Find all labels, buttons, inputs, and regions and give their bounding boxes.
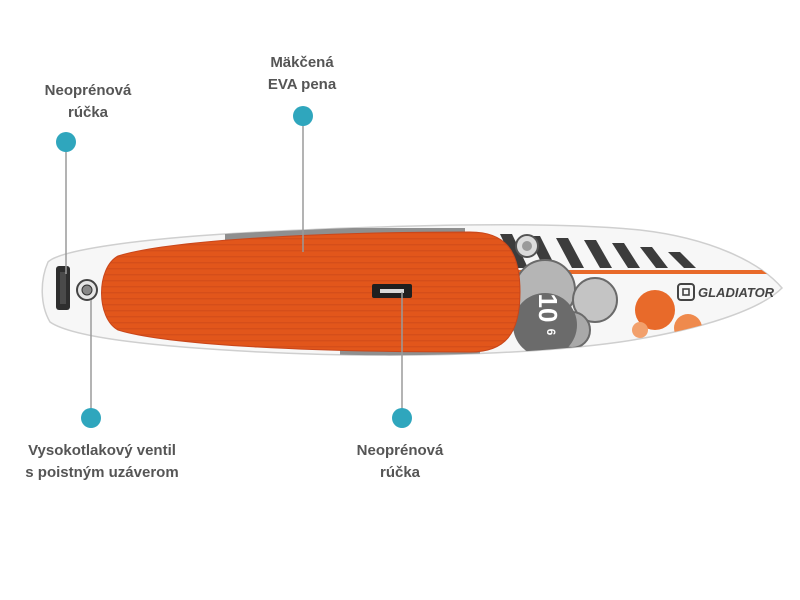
brand-logo: GLADIATOR — [677, 283, 775, 301]
brand-name: GLADIATOR — [698, 285, 775, 300]
callout-label-line: rúčka — [379, 464, 421, 481]
callout-dot-valve — [81, 408, 101, 428]
callout-label-line: EVA pena — [267, 76, 337, 93]
callout-dot-eva — [293, 106, 313, 126]
callout-dot-center-handle — [392, 408, 412, 428]
size-mark: 10 — [533, 294, 563, 323]
size-fraction: 6 — [544, 329, 558, 336]
orange-accent-line — [518, 270, 780, 274]
swirl-graphic — [513, 259, 618, 356]
valve — [76, 279, 98, 301]
callout-label-line: Vysokotlakový ventil — [28, 442, 176, 459]
callout-label-line: Neoprénová — [44, 82, 132, 99]
callout-label-eva-foam: Mäkčená EVA pena — [222, 52, 382, 96]
tail-handle-strip — [60, 272, 66, 304]
size-badge: 10 6 — [533, 294, 563, 336]
callout-label-valve: Vysokotlakový ventil s poistným uzáverom — [4, 440, 200, 484]
callout-label-tail-handle: Neoprénová rúčka — [8, 80, 168, 124]
bungee-ring-inner — [522, 241, 532, 251]
paddleboard: 10 6 GLADIATOR — [41, 224, 784, 356]
callout-lines — [65, 116, 403, 418]
callout-label-line: Neoprénová — [356, 442, 444, 459]
callout-dots — [56, 106, 412, 428]
center-handle-mark — [380, 289, 404, 293]
callout-dot-tail-handle — [56, 132, 76, 152]
callout-label-line: s poistným uzáverom — [25, 464, 179, 481]
eva-deck-pad — [101, 231, 521, 353]
callout-label-line: Mäkčená — [270, 54, 334, 71]
brand-logo-icon — [677, 283, 695, 301]
callout-label-center-handle: Neoprénová rúčka — [320, 440, 480, 484]
nose-stripes — [500, 234, 696, 268]
callout-label-line: rúčka — [67, 104, 109, 121]
